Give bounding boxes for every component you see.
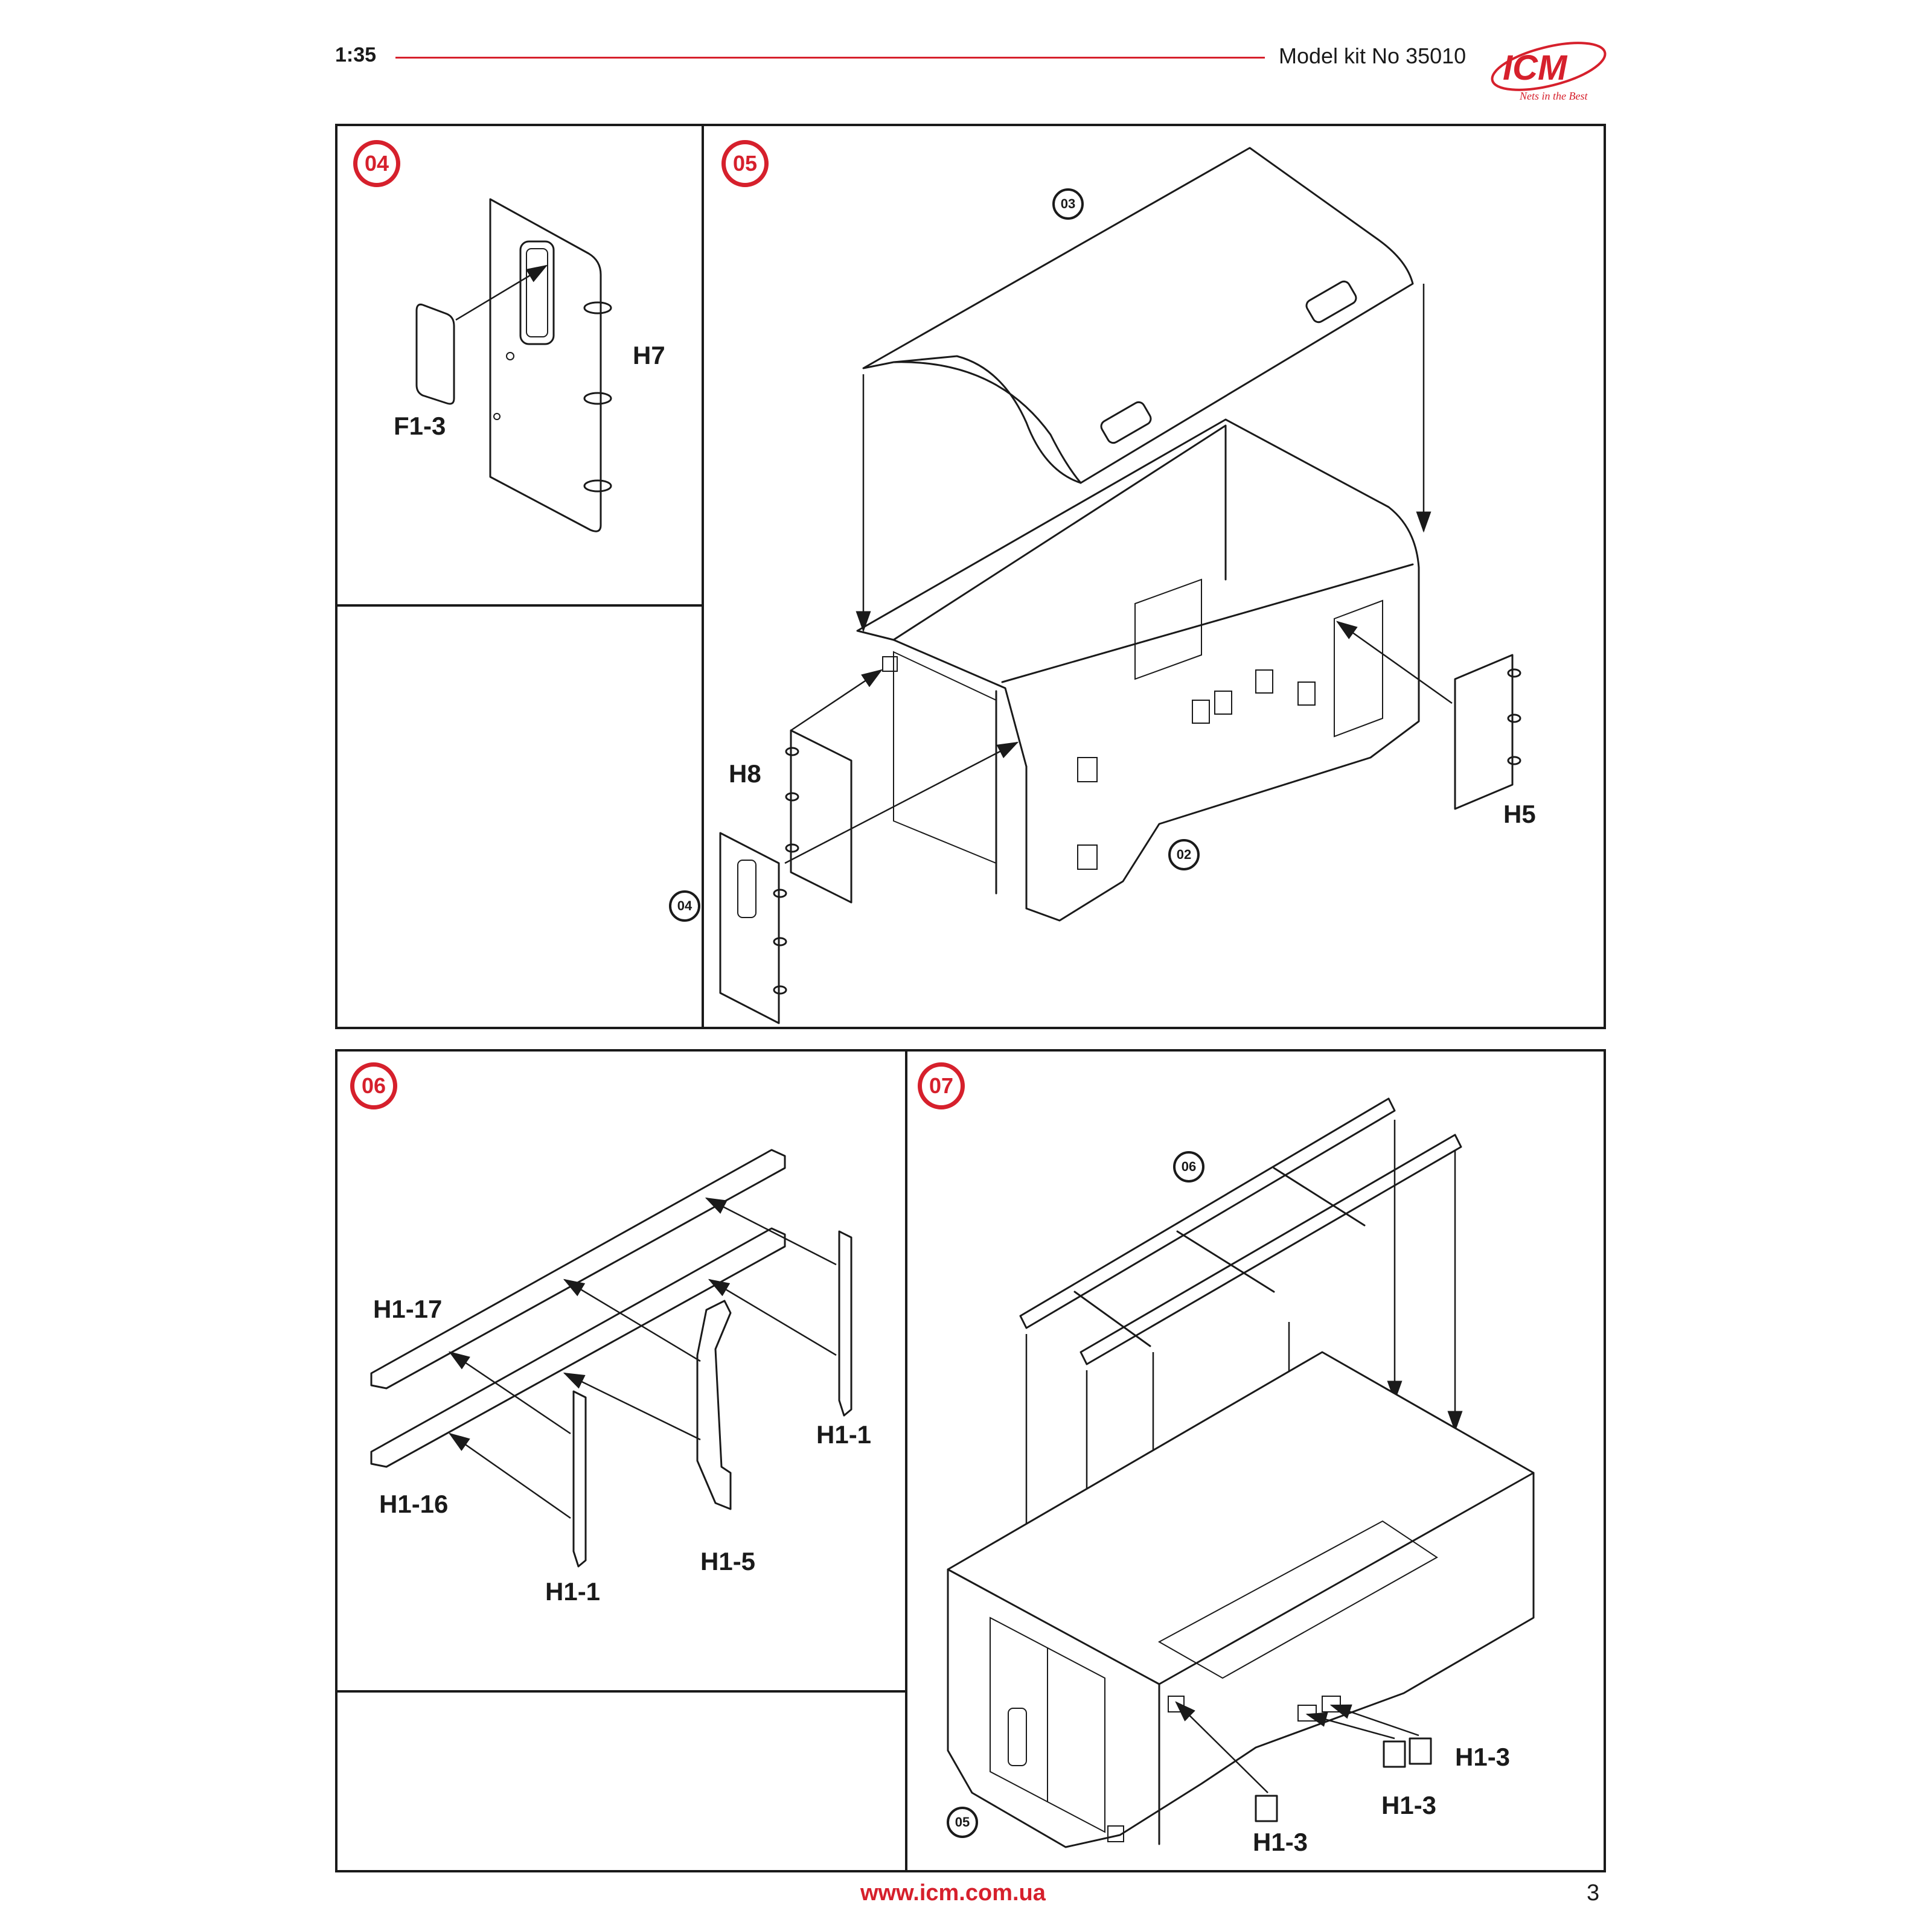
step-number-07: 07 [918,1062,965,1109]
step-number-05: 05 [721,140,769,187]
part-label-h1-1-left: H1-1 [545,1577,601,1606]
ref-02: 02 [1168,839,1200,870]
step07-frame-drawing [1019,1097,1463,1635]
ref-05: 05 [947,1807,978,1838]
part-label-f1-3: F1-3 [394,412,446,440]
page-number: 3 [1587,1880,1600,1906]
ref-03: 03 [1052,188,1084,220]
header-rule [395,57,1265,59]
icm-logo: ICM Nets in the Best [1482,37,1610,104]
step-number-06: 06 [350,1062,397,1109]
part-label-h1-17: H1-17 [373,1295,443,1323]
ref-04: 04 [669,890,700,922]
part-label-h1-5: H1-5 [700,1547,756,1575]
part-label-h1-3-middle: H1-3 [1381,1791,1437,1819]
kit-number: Model kit No 35010 [1279,43,1467,68]
panel-outline-top [335,124,1606,1029]
step-number-04: 04 [353,140,400,187]
part-label-h8: H8 [729,759,761,788]
step04-door-drawing [415,198,612,532]
part-label-h1-3-right: H1-3 [1455,1743,1511,1771]
part-label-h1-16: H1-16 [379,1490,449,1518]
step05-side-panels [719,284,1521,1024]
part-label-h1-1-right: H1-1 [816,1420,872,1449]
part-label-h7: H7 [633,341,665,369]
step05-roof-drawing [862,147,1414,484]
panel-step-04 [335,124,704,607]
panel-outline-bottom [335,1049,1606,1872]
part-label-h5: H5 [1503,800,1536,828]
svg-text:ICM: ICM [1503,48,1568,88]
step05-body-drawing [856,418,1420,922]
step07-chassis-drawing [947,1351,1535,1848]
ref-06: 06 [1173,1151,1204,1183]
svg-text:Nets in the Best: Nets in the Best [1519,90,1588,102]
footer-url[interactable]: www.icm.com.ua [860,1880,1046,1906]
part-label-h1-3-left: H1-3 [1253,1828,1308,1856]
scale-label: 1:35 [335,43,377,66]
step06-frame-drawing [370,1149,852,1568]
